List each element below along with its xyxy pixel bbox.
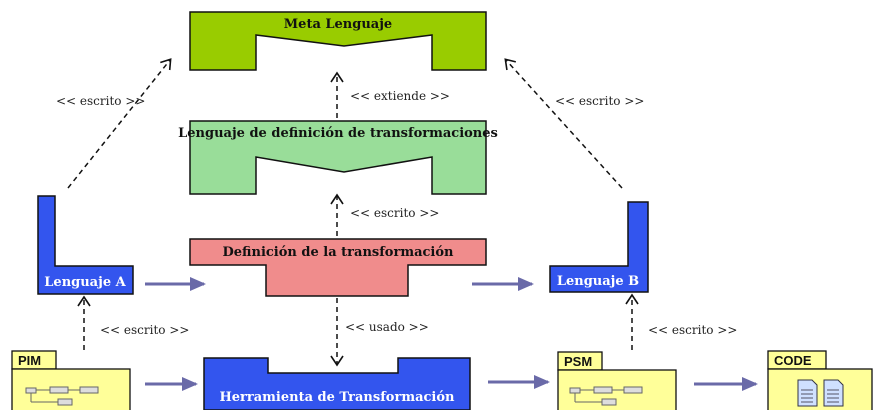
psm-label: PSM <box>564 354 592 369</box>
lenguaje-b-node: Lenguaje B <box>549 201 649 293</box>
escrito-arrow-a-to-meta <box>67 58 172 189</box>
herramienta-label: Herramienta de Transformación <box>220 390 456 405</box>
definicion-transformacion-label: Definición de la transformación <box>223 245 455 260</box>
escrito-label-right-top: << escrito >> <box>555 94 644 108</box>
code-package: CODE <box>767 350 873 415</box>
document-icon <box>797 379 818 407</box>
psm-package: PSM <box>557 351 677 415</box>
meta-lenguaje-node: Meta Lenguaje <box>189 11 487 71</box>
lenguaje-b-label: Lenguaje B <box>557 274 639 289</box>
escrito-label-left-bottom: << escrito >> <box>100 323 189 337</box>
code-label: CODE <box>774 353 812 368</box>
pim-package: PIM <box>11 350 131 415</box>
pim-model-icon <box>25 386 99 406</box>
pim-label: PIM <box>18 353 41 368</box>
lenguaje-definicion-label: Lenguaje de definición de transformacion… <box>178 126 498 141</box>
escrito-label-right-bottom: << escrito >> <box>648 323 737 337</box>
herramienta-node: Herramienta de Transformación <box>203 357 471 411</box>
escrito-label-left-top: << escrito >> <box>56 94 145 108</box>
lenguaje-a-node: Lenguaje A <box>37 195 134 295</box>
lenguaje-definicion-node: Lenguaje de definición de transformacion… <box>178 120 498 195</box>
lenguaje-a-label: Lenguaje A <box>44 275 126 290</box>
usado-label: << usado >> <box>345 320 429 334</box>
extiende-label: << extiende >> <box>350 89 450 103</box>
definicion-transformacion-node: Definición de la transformación <box>189 238 487 297</box>
document-icon <box>823 379 844 407</box>
escrito-arrow-b-to-meta <box>504 58 623 189</box>
meta-lenguaje-label: Meta Lenguaje <box>284 17 392 32</box>
escrito-label-center: << escrito >> <box>350 206 439 220</box>
psm-model-icon <box>569 386 643 406</box>
